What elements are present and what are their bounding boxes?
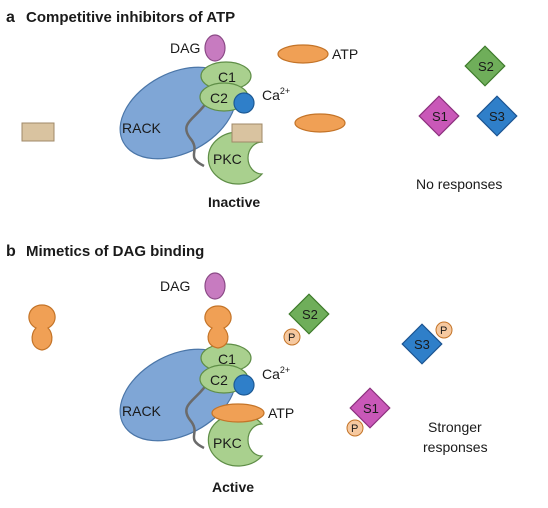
c2-label: C2 <box>210 90 228 106</box>
calcium-ion <box>233 92 255 114</box>
no-responses-label: No responses <box>416 176 502 192</box>
state-inactive: Inactive <box>208 194 260 210</box>
pkc-linker-b <box>185 381 210 450</box>
s2-label: S2 <box>478 59 494 74</box>
s3-label: S3 <box>489 109 505 124</box>
atp-molecule-free <box>294 113 346 133</box>
atp-label: ATP <box>332 46 358 62</box>
panel-a-title: Competitive inhibitors of ATP <box>26 9 235 26</box>
stronger-label: Stronger <box>428 419 482 435</box>
bound-atp <box>211 403 265 423</box>
dag-molecule-b <box>204 272 226 300</box>
atp-molecule <box>277 44 329 64</box>
free-dag-mimetic <box>28 304 56 351</box>
s2-label-b: S2 <box>302 307 318 322</box>
c1-label: C1 <box>218 69 236 85</box>
panel-b-title: Mimetics of DAG binding <box>26 243 204 260</box>
pkc-kinase-domain <box>207 131 264 185</box>
panel-a-letter: a <box>6 9 15 26</box>
dag-label-b: DAG <box>160 278 190 294</box>
bound-dag-mimetic <box>204 305 232 349</box>
dag-label: DAG <box>170 40 200 56</box>
calcium-label-b: Ca2+ <box>262 365 290 382</box>
phospho-s2: P <box>288 332 295 344</box>
s1-label-b: S1 <box>363 401 379 416</box>
pkc-label-b: PKC <box>213 435 242 451</box>
free-atp-inhibitor <box>21 122 55 142</box>
panel-b: b Mimetics of DAG binding RACK C1 C2 DAG… <box>6 243 488 495</box>
phospho-s3: P <box>440 325 447 337</box>
panel-a: a Competitive inhibitors of ATP RACK C1 … <box>6 9 518 210</box>
phospho-s1: P <box>351 423 358 435</box>
substrate-s1: S1 <box>418 95 460 137</box>
rack-label-b: RACK <box>122 403 162 419</box>
atp-label-b: ATP <box>268 405 294 421</box>
state-active: Active <box>212 479 254 495</box>
bound-atp-inhibitor <box>231 123 263 143</box>
substrate-s1-phospho: S1 P <box>346 387 391 437</box>
pkc-label: PKC <box>213 151 242 167</box>
s3-label-b: S3 <box>414 337 430 352</box>
rack-label: RACK <box>122 120 162 136</box>
calcium-ion-b <box>233 374 255 396</box>
responses-label: responses <box>423 439 488 455</box>
substrate-s3-phospho: S3 P <box>401 321 453 365</box>
substrate-s2: S2 <box>464 45 506 87</box>
c2-label-b: C2 <box>210 372 228 388</box>
substrate-s2-phospho: S2 P <box>283 293 330 346</box>
substrate-s3: S3 <box>476 95 518 137</box>
pkc-linker <box>185 99 210 168</box>
dag-molecule <box>204 34 226 62</box>
calcium-label: Ca2+ <box>262 86 290 103</box>
panel-b-letter: b <box>6 243 16 260</box>
c1-label-b: C1 <box>218 351 236 367</box>
s1-label: S1 <box>432 109 448 124</box>
